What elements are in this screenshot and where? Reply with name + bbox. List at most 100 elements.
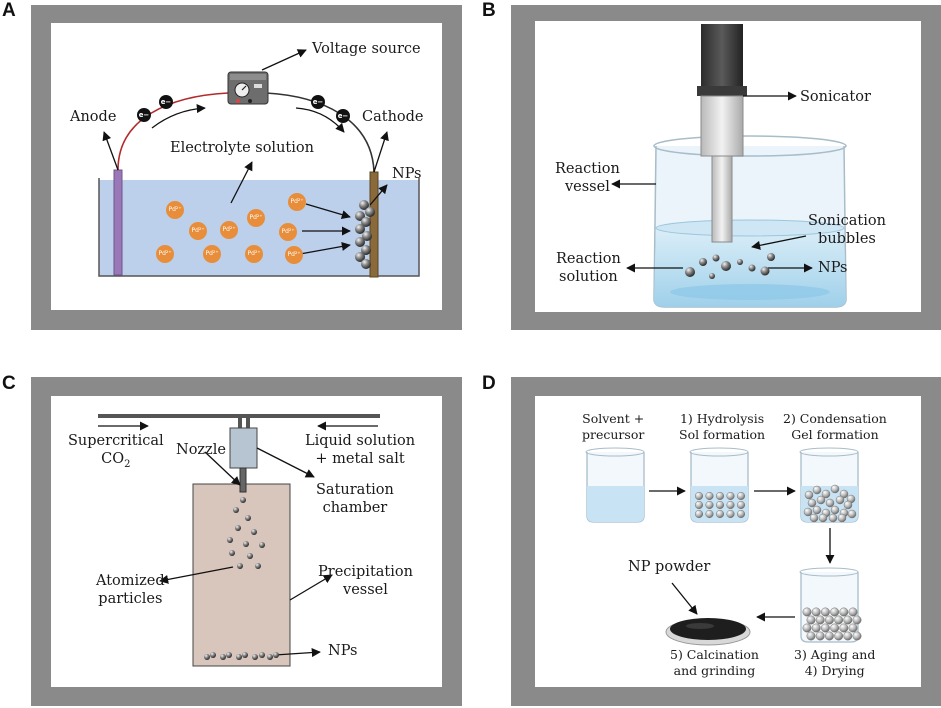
particle (834, 615, 844, 625)
pd-ion-icon: Pd²⁺ (247, 209, 265, 227)
particle (726, 491, 735, 501)
particle (843, 500, 853, 510)
saturation-chamber (229, 427, 258, 469)
panel-letter-c: C (2, 373, 16, 394)
particle (736, 509, 746, 519)
particle (852, 631, 862, 641)
panel-letter-b: B (482, 0, 496, 21)
particle (835, 495, 845, 505)
np-powder-dish (665, 618, 751, 646)
panel-a-graphics (98, 49, 420, 278)
electrolyte-label: Electrolyte solution (170, 140, 314, 156)
pd-ion-icon: Pd²⁺ (279, 223, 297, 241)
electron-icon: e− (336, 109, 350, 123)
voltage-source-box (227, 71, 269, 105)
particle (694, 509, 704, 519)
particle (715, 509, 725, 519)
collected-nanoparticles (204, 652, 279, 660)
particle (736, 500, 746, 510)
pd-ion-icon: Pd²⁺ (156, 245, 174, 263)
particle (847, 509, 857, 519)
particle (694, 500, 704, 510)
electron-icon: e− (311, 95, 325, 109)
electron-icon: e− (137, 108, 151, 122)
particle (839, 607, 849, 617)
particle (803, 507, 813, 517)
particle (839, 623, 849, 633)
sol-particles (694, 491, 746, 519)
step-solvent-label: Solvent +precursor (582, 411, 645, 442)
particle (830, 484, 840, 494)
particle (818, 513, 828, 523)
particle (812, 505, 822, 515)
pd-ion-icon: Pd²⁺ (166, 201, 184, 219)
nps-label-a: NPs (392, 166, 422, 182)
sonication-nanoparticles (685, 253, 775, 279)
sonicator-label: Sonicator (800, 89, 871, 105)
particle (811, 623, 821, 633)
particle (815, 631, 825, 641)
particle (852, 615, 862, 625)
particle (806, 631, 816, 641)
dried-particles (802, 607, 862, 641)
particle (715, 500, 725, 510)
particle (820, 623, 830, 633)
particle (830, 505, 840, 515)
particle (834, 631, 844, 641)
gel-particles (803, 484, 857, 523)
particle (830, 607, 840, 617)
particle (694, 491, 704, 501)
particle (820, 607, 830, 617)
particle (802, 623, 812, 633)
voltage-source-label: Voltage source (312, 41, 421, 57)
particle (802, 607, 812, 617)
electron-icon: e− (159, 95, 173, 109)
panel-d-graphics (585, 447, 862, 646)
panel-c-graphics (98, 414, 380, 667)
panel-letter-d: D (482, 373, 496, 394)
pd-ion-icon: Pd²⁺ (245, 245, 263, 263)
anode-wire (117, 92, 229, 171)
particle (726, 509, 735, 519)
pd-ion-icon: Pd²⁺ (288, 193, 306, 211)
particle (804, 490, 814, 500)
precipitation-vessel (192, 483, 291, 667)
particle (816, 495, 826, 505)
sonicator-body (701, 24, 743, 90)
particle (807, 498, 817, 508)
anode-electrode (113, 169, 123, 276)
particle (824, 631, 834, 641)
sonicator-probe (711, 155, 733, 243)
particle (830, 623, 840, 633)
particle (848, 623, 858, 633)
particle (848, 607, 858, 617)
cathode-label: Cathode (362, 109, 424, 125)
particle (825, 498, 835, 508)
cathode-nanoparticles (355, 200, 375, 269)
atomized-particles (227, 497, 265, 569)
particle (726, 500, 735, 510)
pd-ion-icon: Pd²⁺ (220, 221, 238, 239)
particle (705, 491, 714, 501)
particle (705, 500, 714, 510)
anode-label: Anode (70, 109, 117, 125)
beaker-solvent (585, 447, 645, 523)
cathode-electrode (369, 171, 379, 278)
pd-ion-icon: Pd²⁺ (285, 246, 303, 264)
particle (705, 509, 714, 519)
nps-label-b: NPs (818, 260, 848, 276)
np-powder-label: NP powder (628, 559, 711, 575)
particle (837, 513, 847, 523)
particle (715, 491, 725, 501)
